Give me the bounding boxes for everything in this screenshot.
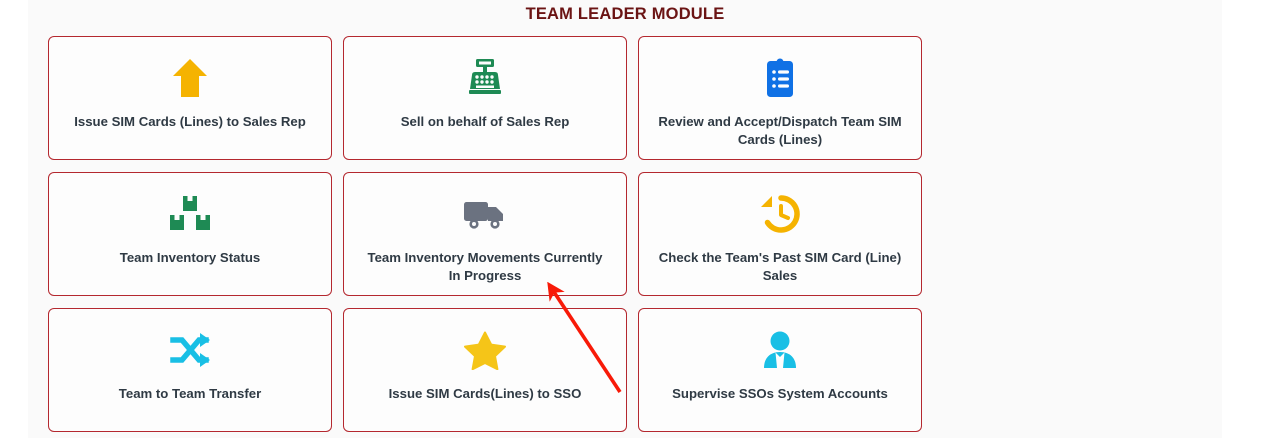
module-card-grid: Issue SIM Cards (Lines) to Sales Rep	[48, 36, 1208, 432]
card-label: Supervise SSOs System Accounts	[672, 386, 888, 401]
card-label: Team Inventory Status	[119, 250, 261, 265]
card-issue-sim-cards-to-sales-rep[interactable]: Issue SIM Cards (Lines) to Sales Rep	[48, 36, 332, 160]
card-sell-on-behalf-of-sales-rep[interactable]: Sell on behalf of Sales Rep	[343, 36, 627, 160]
card-label: Review and Accept/Dispatch Team SIM Card…	[658, 114, 902, 148]
card-label: Issue SIM Cards (Lines) to Sales Rep	[74, 114, 306, 129]
user-tie-icon	[761, 327, 799, 373]
truck-icon	[462, 191, 508, 237]
card-label: Team Inventory Movements Currently In Pr…	[367, 250, 603, 284]
content-area: TEAM LEADER MODULE Issue SIM Cards (Line…	[28, 0, 1222, 438]
card-issue-sim-cards-to-sso[interactable]: Issue SIM Cards(Lines) to SSO	[343, 308, 627, 432]
card-review-accept-dispatch-team-sim-cards[interactable]: Review and Accept/Dispatch Team SIM Card…	[638, 36, 922, 160]
card-label: Team to Team Transfer	[118, 386, 262, 401]
card-check-past-sim-card-sales[interactable]: Check the Team's Past SIM Card (Line) Sa…	[638, 172, 922, 296]
card-label: Issue SIM Cards(Lines) to SSO	[388, 386, 582, 401]
card-supervise-ssos-system-accounts[interactable]: Supervise SSOs System Accounts	[638, 308, 922, 432]
clipboard-list-icon	[763, 55, 797, 101]
card-label: Sell on behalf of Sales Rep	[400, 114, 570, 129]
boxes-icon	[168, 191, 212, 237]
arrow-up-icon	[170, 55, 210, 101]
star-icon	[464, 327, 506, 373]
shuffle-icon	[169, 327, 211, 373]
page-title: TEAM LEADER MODULE	[525, 5, 725, 23]
card-team-inventory-movements-in-progress[interactable]: Team Inventory Movements Currently In Pr…	[343, 172, 627, 296]
card-label: Check the Team's Past SIM Card (Line) Sa…	[658, 250, 902, 284]
cash-register-icon	[464, 55, 506, 101]
card-team-to-team-transfer[interactable]: Team to Team Transfer	[48, 308, 332, 432]
history-clock-icon	[759, 191, 801, 237]
card-team-inventory-status[interactable]: Team Inventory Status	[48, 172, 332, 296]
